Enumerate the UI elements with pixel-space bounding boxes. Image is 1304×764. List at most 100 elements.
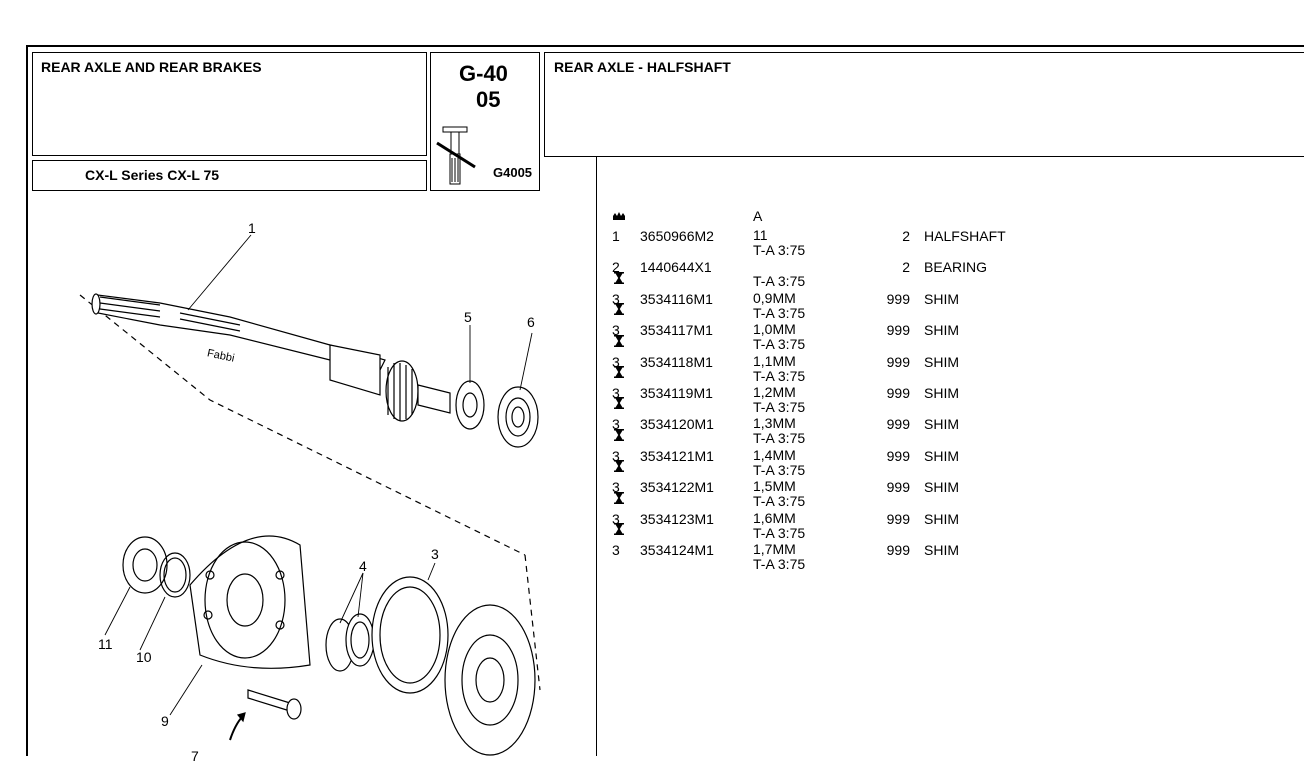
description: SHIM xyxy=(924,290,959,307)
description: SHIM xyxy=(924,384,959,401)
note-reference: T-A 3:75 xyxy=(753,304,806,321)
item-number: 3 xyxy=(612,416,620,433)
note-reference: T-A 3:75 xyxy=(753,336,806,353)
note-size: 1,5MM xyxy=(753,478,796,495)
item-number: 3 xyxy=(612,384,620,401)
snap-ring-part xyxy=(159,552,191,598)
brake-housing-part xyxy=(189,535,311,669)
halfshaft-thumbnail-icon xyxy=(436,126,476,185)
note-size: 1,0MM xyxy=(753,321,796,338)
callout-1: 1 xyxy=(248,220,256,236)
note-reference: T-A 3:75 xyxy=(753,430,806,447)
description: SHIM xyxy=(924,322,959,339)
hourglass-icon xyxy=(614,428,624,441)
item-number: 1 xyxy=(612,228,620,244)
part-number: 3534118M1 xyxy=(640,353,713,370)
series-label: CX-L Series CX-L 75 xyxy=(85,167,220,183)
leader-lines xyxy=(104,234,533,716)
part-number: 3534117M1 xyxy=(640,322,713,339)
section-title-box: REAR AXLE - HALFSHAFT xyxy=(544,52,1304,157)
hourglass-icon xyxy=(614,365,624,378)
part-number: 3534119M1 xyxy=(640,384,713,401)
note-reference: T-A 3:75 xyxy=(753,273,806,290)
description: SHIM xyxy=(924,447,959,464)
dashed-outline xyxy=(79,294,541,691)
part-number: 1440644X1 xyxy=(640,259,712,276)
series-box: CX-L Series CX-L 75 xyxy=(32,160,427,191)
page-code-box: G-40 05 G4005 xyxy=(430,52,540,191)
description: SHIM xyxy=(924,541,959,558)
callout-10: 10 xyxy=(136,649,152,665)
shims-part xyxy=(325,613,375,672)
item-number: 3 xyxy=(612,353,620,370)
hourglass-icon xyxy=(614,491,624,504)
halfshaft-part xyxy=(91,293,451,422)
part-number: 3534124M1 xyxy=(640,541,714,558)
outer-bearing-part xyxy=(122,536,168,594)
note-reference: T-A 3:75 xyxy=(753,461,806,478)
exploded-diagram xyxy=(79,234,541,756)
note-size: 1,2MM xyxy=(753,383,796,400)
item-number: 2 xyxy=(612,259,620,276)
callout-6: 6 xyxy=(527,314,535,330)
figure-code: G4005 xyxy=(493,165,533,180)
note-size: 1,1MM xyxy=(753,352,796,369)
note-size: 11 xyxy=(753,227,768,243)
hourglass-icon xyxy=(614,271,624,284)
crown-marker-icon xyxy=(613,212,625,220)
left-frame-line xyxy=(26,45,28,756)
description: SHIM xyxy=(924,479,959,496)
quantity: 999 xyxy=(886,290,910,307)
item-number: 3 xyxy=(612,290,620,307)
part-number: 3534121M1 xyxy=(640,447,714,464)
item-number: 3 xyxy=(612,510,620,527)
item-number: 3 xyxy=(612,479,620,496)
quantity: 999 xyxy=(886,479,910,496)
description: SHIM xyxy=(924,353,959,370)
hourglass-icon xyxy=(614,397,624,410)
hourglass-icon xyxy=(614,522,624,535)
page-code-line1: G-40 xyxy=(459,61,508,86)
note-size xyxy=(753,259,805,274)
part-number: 3534116M1 xyxy=(640,290,713,307)
quantity: 999 xyxy=(886,541,910,558)
part-number: 3650966M2 xyxy=(640,228,714,244)
seal-ring-part xyxy=(455,380,485,430)
group-title-box: REAR AXLE AND REAR BRAKES xyxy=(32,52,427,156)
callout-7: 7 xyxy=(191,748,199,764)
description: SHIM xyxy=(924,510,959,527)
quantity: 999 xyxy=(886,510,910,527)
part-number: 3534120M1 xyxy=(640,416,714,433)
quantity: 999 xyxy=(886,384,910,401)
quantity: 2 xyxy=(902,228,910,244)
callout-5: 5 xyxy=(464,309,472,325)
note-reference: T-A 3:75 xyxy=(753,242,806,258)
note-reference: T-A 3:75 xyxy=(753,367,806,384)
description: HALFSHAFT xyxy=(924,228,1006,244)
hourglass-icon xyxy=(614,303,624,316)
column-header-a: A xyxy=(753,208,763,224)
callout-11: 11 xyxy=(98,636,113,652)
final-bearing-part xyxy=(444,604,536,756)
part-number: 3534122M1 xyxy=(640,479,714,496)
description: SHIM xyxy=(924,416,959,433)
note-reference: T-A 3:75 xyxy=(753,493,806,510)
top-frame-line xyxy=(26,45,1304,47)
